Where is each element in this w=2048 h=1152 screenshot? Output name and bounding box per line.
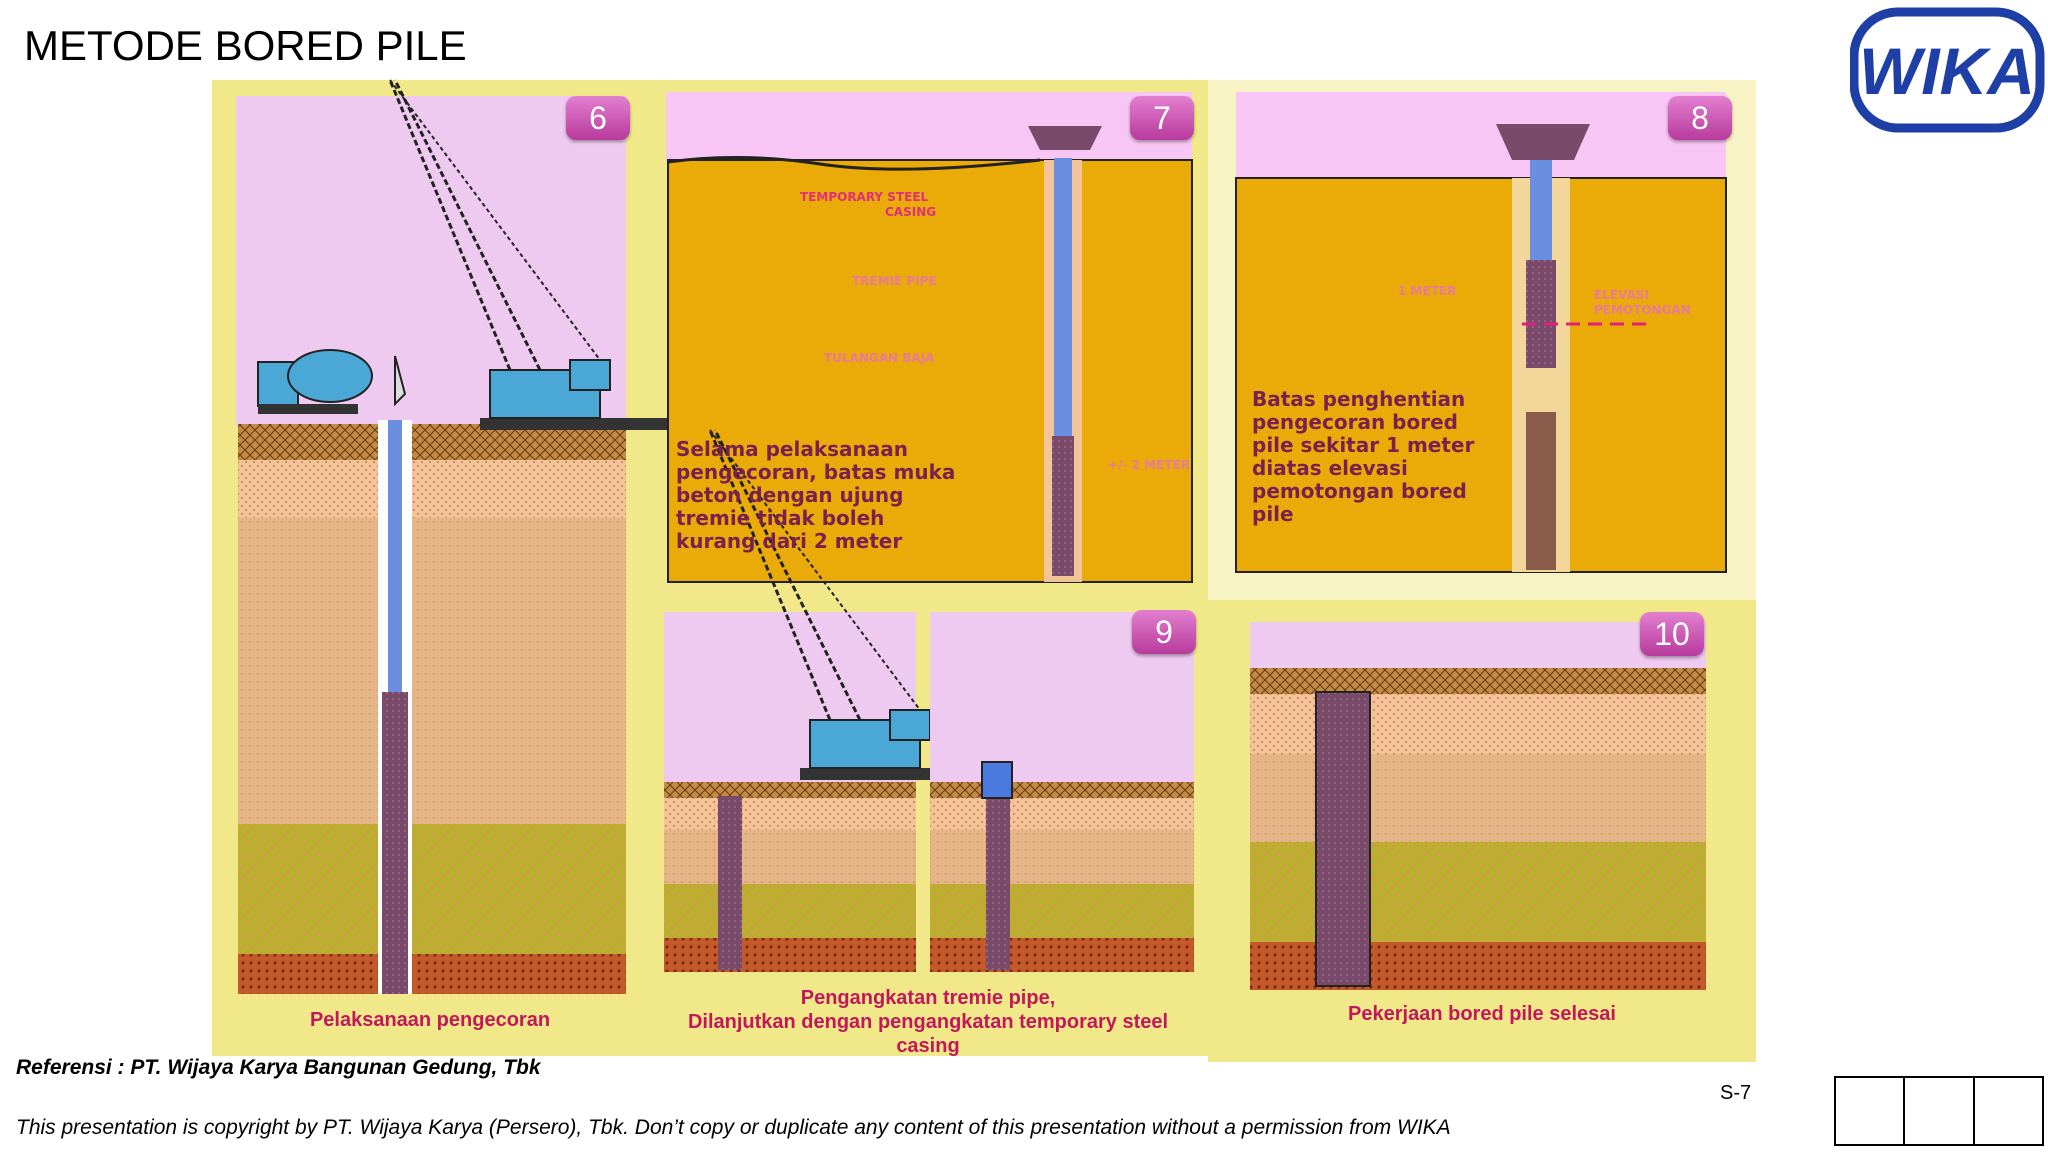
logo-text: WIKA	[1859, 34, 2035, 108]
caption-step-9-line-2: Dilanjutkan dengan pengangkatan temporar…	[687, 1011, 1169, 1033]
caption-step-9-line-1: Pengangkatan tremie pipe,	[800, 987, 1056, 1009]
reference-text: Referensi : PT. Wijaya Karya Bangunan Ge…	[16, 1056, 541, 1079]
label-casing-1: TEMPORARY STEEL	[800, 190, 929, 204]
label-2-meter: +/- 2 METER	[1108, 458, 1190, 472]
label-casing-2: CASING	[885, 205, 937, 219]
footer-box	[1975, 1078, 2042, 1144]
note-step-8: Batas penghentian pengecoran bored pile …	[1252, 387, 1475, 526]
label-1-meter: 1 METER	[1398, 284, 1457, 298]
step-badge-10: 10	[1640, 612, 1704, 656]
copyright-text: This presentation is copyright by PT. Wi…	[16, 1116, 1451, 1139]
step-badge-8: 8	[1668, 96, 1732, 140]
label-tulangan: TULANGAN BAJA	[824, 351, 935, 365]
step-badge-9: 9	[1132, 610, 1196, 654]
label-elevasi-2: PEMOTONGAN	[1594, 303, 1691, 317]
page-title: METODE BORED PILE	[24, 22, 467, 69]
footer-box	[1836, 1078, 1906, 1144]
note-step-7: Selama pelaksanaan pengecoran, batas muk…	[676, 437, 956, 553]
label-elevasi-1: ELEVASI	[1594, 288, 1649, 302]
slide-number: S-7	[1720, 1082, 1752, 1104]
caption-step-9-line-3: casing	[896, 1035, 960, 1057]
footer-boxes	[1834, 1076, 2044, 1146]
wika-logo: WIKA	[1850, 7, 2045, 133]
label-tremie: TREMIE PIPE	[852, 274, 937, 288]
footer-box	[1905, 1078, 1975, 1144]
caption-step-6: Pelaksanaan pengecoran	[309, 1009, 551, 1031]
step-badge-7: 7	[1130, 96, 1194, 140]
step-badge-6: 6	[566, 96, 630, 140]
caption-step-10: Pekerjaan bored pile selesai	[1348, 1003, 1616, 1025]
